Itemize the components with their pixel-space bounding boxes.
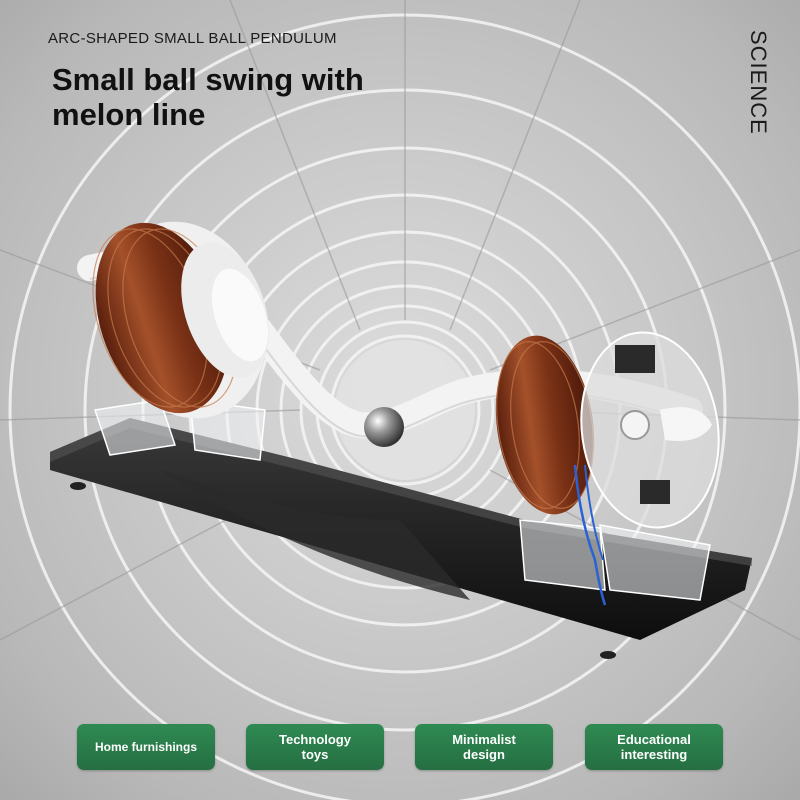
acrylic-stands — [94, 399, 711, 601]
product-headline: Small ball swing with melon line — [52, 62, 364, 132]
badge-label: Technology — [279, 732, 351, 747]
badge-label: design — [463, 747, 505, 762]
steel-ball — [364, 407, 404, 447]
badge-minimalist-design: Minimalist design — [415, 724, 553, 770]
badge-home-furnishings: Home furnishings — [77, 724, 215, 770]
badge-label: interesting — [620, 747, 688, 762]
product-subtitle: ARC-SHAPED SMALL BALL PENDULUM — [48, 30, 337, 47]
left-copper-coil — [92, 221, 269, 419]
right-copper-coil — [495, 331, 720, 606]
badge-label: Minimalist — [452, 732, 516, 747]
feature-badges: Home furnishings Technology toys Minimal… — [77, 724, 723, 770]
badge-label: Educational — [617, 732, 691, 747]
badge-label: toys — [301, 747, 329, 762]
badge-label: Home furnishings — [94, 740, 197, 754]
badge-technology-toys: Technology toys — [246, 724, 384, 770]
headline-line-1: Small ball swing with — [52, 62, 364, 97]
headline-line-2: melon line — [52, 97, 206, 132]
badge-educational-interesting: Educational interesting — [585, 724, 723, 770]
